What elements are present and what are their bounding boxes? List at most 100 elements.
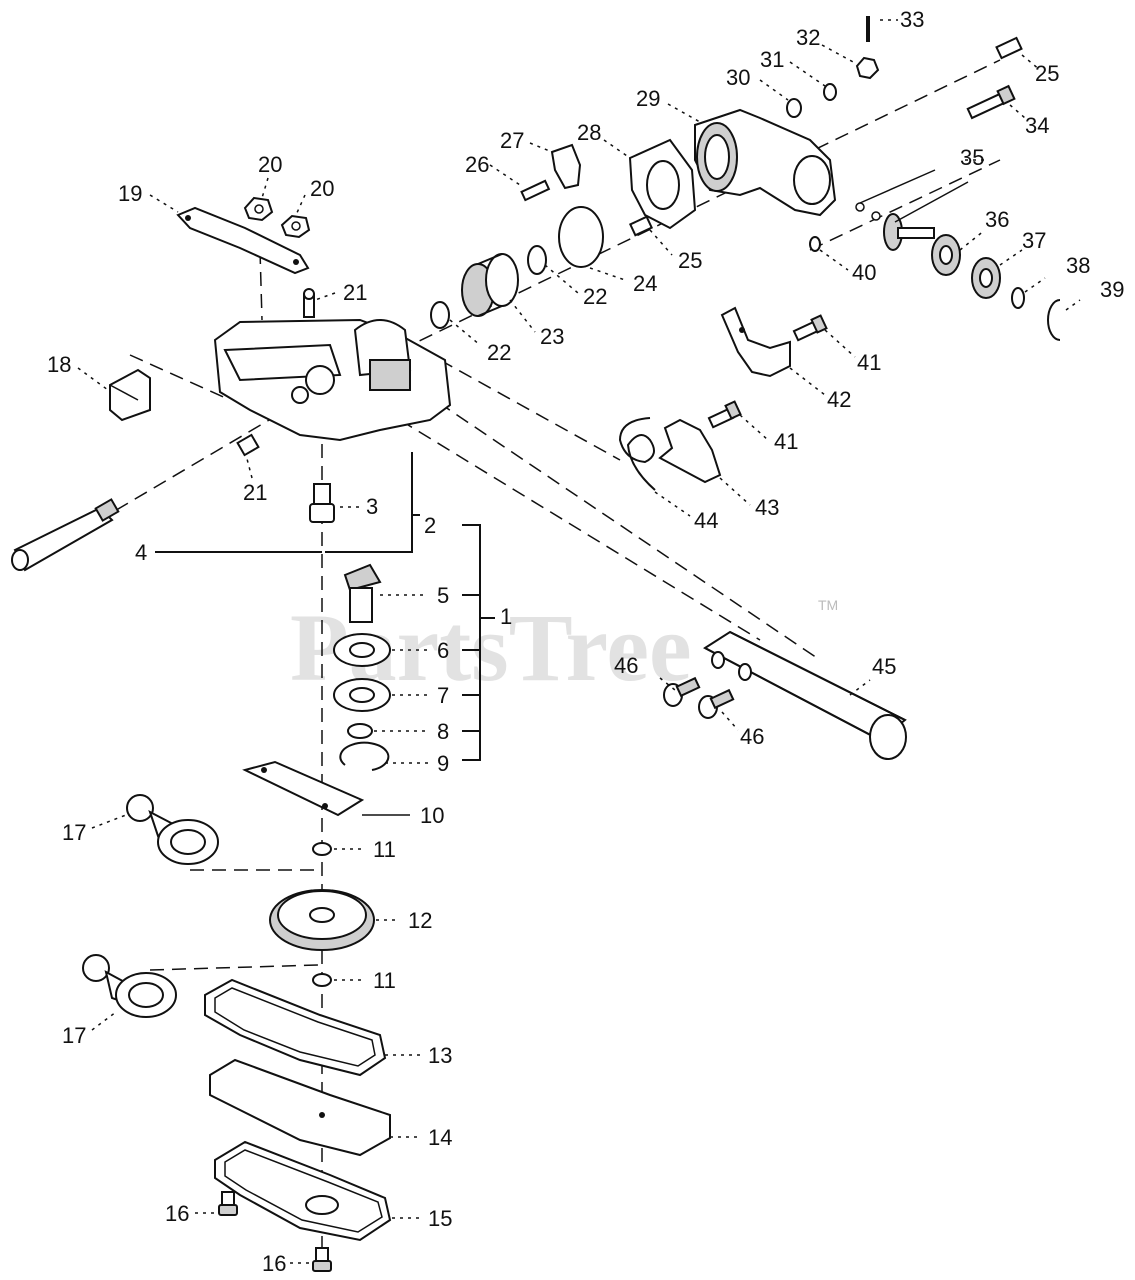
- connecting-rod-part-17-lower[interactable]: [82, 954, 177, 1018]
- snap-ring-part-9[interactable]: [339, 741, 390, 771]
- nut-part-20-right[interactable]: [280, 214, 311, 239]
- callout-46-right: 46: [740, 724, 764, 749]
- callout-21-upper: 21: [343, 280, 367, 305]
- bevel-gear-part-23[interactable]: [461, 253, 519, 317]
- callout-17-upper: 17: [62, 820, 86, 845]
- screw-part-16-bottom[interactable]: [312, 1247, 332, 1272]
- gear-part-12[interactable]: [269, 889, 375, 951]
- callout-22-lower: 22: [487, 340, 511, 365]
- bracket-plate-part-19[interactable]: [176, 206, 310, 275]
- callout-25-top: 25: [1035, 61, 1059, 86]
- callout-16-bottom: 16: [262, 1251, 286, 1276]
- washer-part-31[interactable]: [823, 83, 837, 101]
- cover-part-27[interactable]: [550, 143, 582, 190]
- callout-21-lower: 21: [243, 480, 267, 505]
- callout-30: 30: [726, 65, 750, 90]
- gasket-part-13[interactable]: [204, 978, 387, 1077]
- screw-part-16-left[interactable]: [218, 1191, 238, 1216]
- screw-part-46-right[interactable]: [698, 688, 735, 719]
- clip-part-40[interactable]: [809, 236, 821, 252]
- callout-42: 42: [827, 387, 851, 412]
- plate-part-10[interactable]: [242, 760, 365, 817]
- grease-fitting-part-21-upper[interactable]: [303, 288, 315, 318]
- nut-part-20-left[interactable]: [243, 196, 274, 222]
- callout-28: 28: [577, 120, 601, 145]
- callout-35: 35: [960, 145, 984, 170]
- callout-4: 4: [135, 540, 147, 565]
- callout-19: 19: [118, 181, 142, 206]
- callout-29: 29: [636, 86, 660, 111]
- callout-32: 32: [796, 25, 820, 50]
- clip-part-18[interactable]: [109, 368, 151, 422]
- callout-31: 31: [760, 47, 784, 72]
- snap-ring-part-39[interactable]: [1047, 299, 1061, 341]
- assembly-brackets: [155, 452, 495, 761]
- callout-45: 45: [872, 654, 896, 679]
- shaft-part-4[interactable]: [11, 498, 120, 572]
- callout-38: 38: [1066, 253, 1090, 278]
- screw-part-26[interactable]: [520, 179, 551, 202]
- callout-27: 27: [500, 128, 524, 153]
- gear-case-part-2[interactable]: [213, 318, 452, 442]
- callout-14: 14: [428, 1125, 452, 1150]
- bolt-part-34[interactable]: [966, 84, 1016, 120]
- flange-gasket-part-28[interactable]: [628, 138, 697, 230]
- callout-26: 26: [465, 152, 489, 177]
- angle-housing-part-29[interactable]: [694, 108, 837, 217]
- callout-36: 36: [985, 207, 1009, 232]
- callout-7: 7: [437, 683, 449, 708]
- callout-46-left: 46: [614, 653, 638, 678]
- bevel-shaft-part-35[interactable]: [855, 202, 935, 251]
- callout-5: 5: [437, 583, 449, 608]
- callout-15: 15: [428, 1206, 452, 1231]
- callout-39: 39: [1100, 277, 1124, 302]
- gear-cover-part-15[interactable]: [214, 1140, 392, 1242]
- boom-tube-part-45[interactable]: [703, 630, 907, 760]
- callout-1: 1: [500, 604, 512, 629]
- connecting-rod-part-17-upper[interactable]: [126, 794, 219, 865]
- screw-part-41-upper[interactable]: [792, 314, 828, 342]
- callout-3: 3: [366, 494, 378, 519]
- callout-33: 33: [900, 7, 924, 32]
- callout-13: 13: [428, 1043, 452, 1068]
- nut-part-32[interactable]: [855, 56, 880, 80]
- callout-17-lower: 17: [62, 1023, 86, 1048]
- leader-lines: [77, 19, 1081, 1264]
- watermark-trademark: TM: [818, 597, 838, 613]
- pinion-stud-part-3[interactable]: [309, 483, 335, 523]
- spring-part-44[interactable]: [618, 417, 656, 491]
- o-ring-part-24[interactable]: [558, 206, 604, 268]
- washer-part-22-upper[interactable]: [527, 245, 547, 275]
- screw-part-25-middle[interactable]: [628, 215, 654, 237]
- callout-22-upper: 22: [583, 284, 607, 309]
- callout-40: 40: [852, 260, 876, 285]
- grease-fitting-part-21-lower[interactable]: [236, 433, 260, 457]
- washer-part-22-lower[interactable]: [430, 301, 450, 329]
- callout-37: 37: [1022, 228, 1046, 253]
- callout-10: 10: [420, 803, 444, 828]
- bearing-part-37[interactable]: [971, 257, 1001, 299]
- callout-34: 34: [1025, 113, 1049, 138]
- washer-part-11-lower[interactable]: [312, 973, 332, 987]
- bearing-part-6[interactable]: [333, 633, 391, 667]
- callout-11-lower: 11: [373, 968, 396, 993]
- bevel-pinion-part-5[interactable]: [343, 563, 382, 623]
- screw-part-25-top[interactable]: [995, 36, 1023, 60]
- washer-part-11-upper[interactable]: [312, 842, 332, 856]
- callout-9: 9: [437, 751, 449, 776]
- plate-part-43[interactable]: [658, 418, 722, 484]
- callout-41-upper: 41: [857, 350, 881, 375]
- callout-8: 8: [437, 719, 449, 744]
- ring-part-8[interactable]: [347, 723, 373, 739]
- cover-plate-part-14[interactable]: [209, 1058, 391, 1157]
- callout-12: 12: [408, 908, 432, 933]
- bearing-part-7[interactable]: [333, 678, 391, 712]
- bracket-part-42[interactable]: [720, 306, 791, 378]
- callout-6: 6: [437, 638, 449, 663]
- bearing-part-36[interactable]: [931, 234, 961, 276]
- screw-part-41-lower[interactable]: [707, 400, 742, 429]
- callout-24: 24: [633, 271, 657, 296]
- ring-part-38[interactable]: [1011, 287, 1025, 309]
- screw-part-46-left[interactable]: [663, 676, 701, 707]
- washer-part-30[interactable]: [786, 98, 802, 118]
